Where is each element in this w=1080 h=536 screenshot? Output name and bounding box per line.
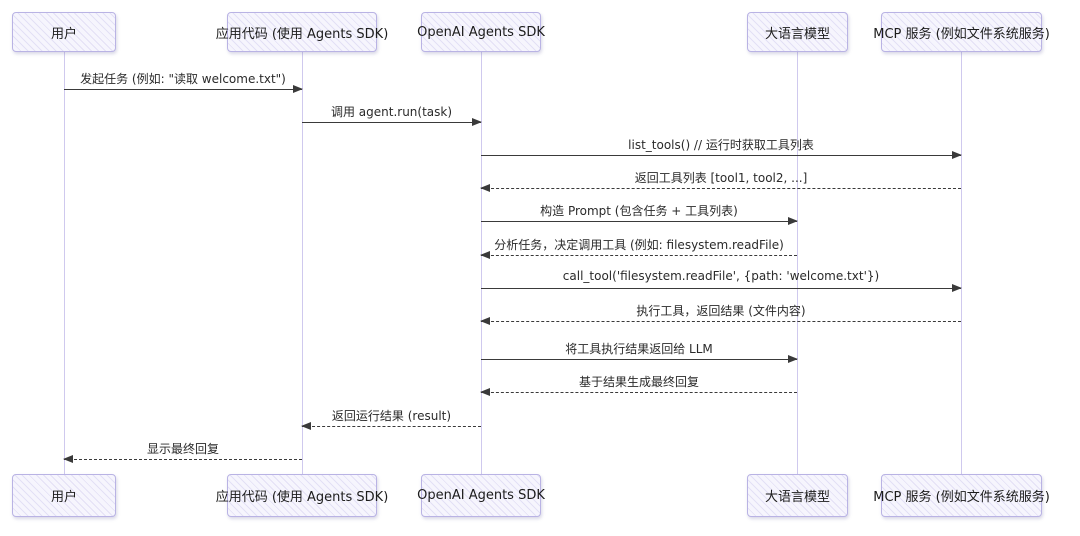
arrowhead-right-icon [293, 85, 303, 93]
message-line [302, 122, 481, 123]
participant-llm-top: 大语言模型 [747, 12, 848, 52]
participant-label: OpenAI Agents SDK [417, 488, 545, 503]
message-label: list_tools() // 运行时获取工具列表 [628, 138, 814, 152]
arrowhead-right-icon [952, 151, 962, 159]
participant-label: OpenAI Agents SDK [417, 24, 545, 40]
message-label: 调用 agent.run(task) [330, 105, 453, 119]
message-label: 将工具执行结果返回给 LLM [565, 342, 713, 356]
arrowhead-right-icon [952, 284, 962, 292]
arrowhead-left-icon [480, 184, 490, 192]
message-label: 构造 Prompt (包含任务 + 工具列表) [540, 204, 738, 218]
arrowhead-right-icon [472, 118, 482, 126]
lifeline-sdk [481, 52, 482, 475]
message-label: 分析任务，决定调用工具 (例如: filesystem.readFile) [494, 238, 784, 252]
arrowhead-left-icon [63, 455, 73, 463]
message-label: 返回运行结果 (result) [331, 409, 452, 423]
participant-sdk-top: OpenAI Agents SDK [417, 12, 545, 52]
message-line [481, 188, 961, 189]
arrowhead-left-icon [480, 317, 490, 325]
message-label: 执行工具，返回结果 (文件内容) [636, 304, 806, 318]
participant-sdk-bottom: OpenAI Agents SDK [417, 474, 545, 517]
arrowhead-left-icon [480, 251, 490, 259]
message-label: 基于结果生成最终回复 [578, 375, 699, 389]
participant-label: 用户 [50, 490, 77, 505]
message-label: 发起任务 (例如: "读取 welcome.txt") [80, 72, 286, 86]
participant-user-bottom: 用户 [12, 474, 116, 517]
participant-appcode-bottom: 应用代码 (使用 Agents SDK) [216, 474, 388, 517]
participant-label: 大语言模型 [764, 26, 830, 42]
participant-label: MCP 服务 (例如文件系统服务) [873, 26, 1050, 42]
lifeline-user [64, 52, 65, 475]
lifeline-mcp [961, 52, 962, 475]
message-label: 返回工具列表 [tool1, tool2, ...] [634, 171, 808, 185]
message-label: call_tool('filesystem.readFile', {path: … [562, 269, 880, 283]
participant-mcp-top: MCP 服务 (例如文件系统服务) [873, 12, 1050, 52]
message-line [481, 155, 961, 156]
participant-appcode-top: 应用代码 (使用 Agents SDK) [216, 12, 388, 52]
message-line [481, 221, 797, 222]
message-line [481, 255, 797, 256]
participant-user-top: 用户 [12, 12, 116, 52]
message-line [481, 359, 797, 360]
message-label: 显示最终回复 [146, 442, 219, 456]
message-line [481, 392, 797, 393]
participant-mcp-bottom: MCP 服务 (例如文件系统服务) [873, 474, 1050, 517]
message-line [481, 288, 961, 289]
participant-label: 应用代码 (使用 Agents SDK) [215, 26, 389, 42]
message-line [481, 321, 961, 322]
arrowhead-left-icon [301, 422, 311, 430]
lifeline-llm [797, 52, 798, 475]
arrowhead-right-icon [788, 355, 798, 363]
participant-label: MCP 服务 (例如文件系统服务) [873, 490, 1050, 505]
arrowhead-left-icon [480, 388, 490, 396]
participant-llm-bottom: 大语言模型 [747, 474, 848, 517]
participant-label: 应用代码 (使用 Agents SDK) [215, 490, 389, 505]
message-line [64, 459, 302, 460]
participant-label: 用户 [50, 26, 77, 42]
message-line [64, 89, 302, 90]
arrowhead-right-icon [788, 217, 798, 225]
participant-label: 大语言模型 [764, 490, 830, 505]
lifeline-appcode [302, 52, 303, 475]
message-line [302, 426, 481, 427]
